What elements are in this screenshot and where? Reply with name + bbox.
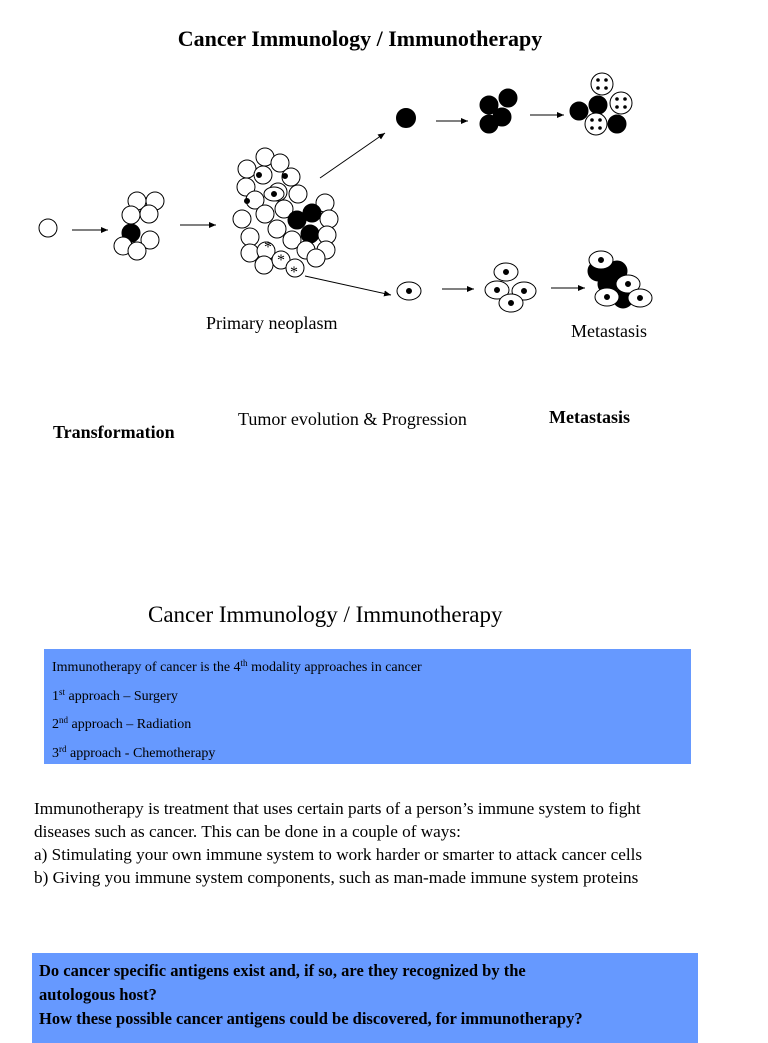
label-metastasis-diagram: Metastasis — [571, 321, 647, 341]
question-line: How these possible cancer antigens could… — [39, 1009, 583, 1028]
question-box: Do cancer specific antigens exist and, i… — [32, 953, 698, 1043]
lower-cluster — [484, 262, 537, 313]
arrow — [319, 132, 386, 179]
upper-metastasis — [569, 72, 633, 136]
cancer-progression-diagram: * * * — [38, 72, 653, 313]
asterisk-mark: * — [290, 264, 298, 281]
upper-cluster — [479, 88, 518, 134]
question-line: autologous host? — [39, 985, 157, 1004]
immunotherapy-paragraph: Immunotherapy is treatment that uses cer… — [34, 797, 764, 889]
transformed-cluster — [113, 191, 165, 261]
modality-line-4: 3rd approach - Chemotherapy — [52, 744, 216, 762]
label-primary-neoplasm: Primary neoplasm — [206, 313, 338, 333]
modality-line-3: 2nd approach – Radiation — [52, 715, 192, 733]
asterisk-mark: * — [264, 239, 272, 256]
primary-neoplasm-cluster — [232, 147, 339, 278]
arrow — [304, 275, 392, 297]
paragraph-line: a) Stimulating your own immune system to… — [34, 845, 643, 864]
asterisk-mark: * — [277, 252, 285, 269]
question-line: Do cancer specific antigens exist and, i… — [39, 961, 526, 980]
normal-cell — [38, 218, 58, 238]
paragraph-line: b) Giving you immune system components, … — [34, 868, 639, 887]
paragraph-line: diseases such as cancer. This can be don… — [34, 822, 461, 841]
modality-line-1: Immunotherapy of cancer is the 4th modal… — [52, 658, 422, 676]
label-transformation: Transformation — [53, 422, 175, 442]
label-metastasis-stage: Metastasis — [549, 407, 630, 427]
label-tumor-evolution: Tumor evolution & Progression — [238, 409, 467, 429]
paragraph-line: Immunotherapy is treatment that uses cer… — [34, 799, 641, 818]
slide1-title: Cancer Immunology / Immunotherapy — [177, 26, 543, 51]
modality-box: Immunotherapy of cancer is the 4th modal… — [44, 649, 691, 764]
metastatic-cell — [396, 108, 416, 128]
lower-metastasis — [587, 250, 653, 309]
modality-line-2: 1st approach – Surgery — [52, 686, 178, 704]
slide2-title: Cancer Immunology / Immunotherapy — [148, 602, 503, 627]
